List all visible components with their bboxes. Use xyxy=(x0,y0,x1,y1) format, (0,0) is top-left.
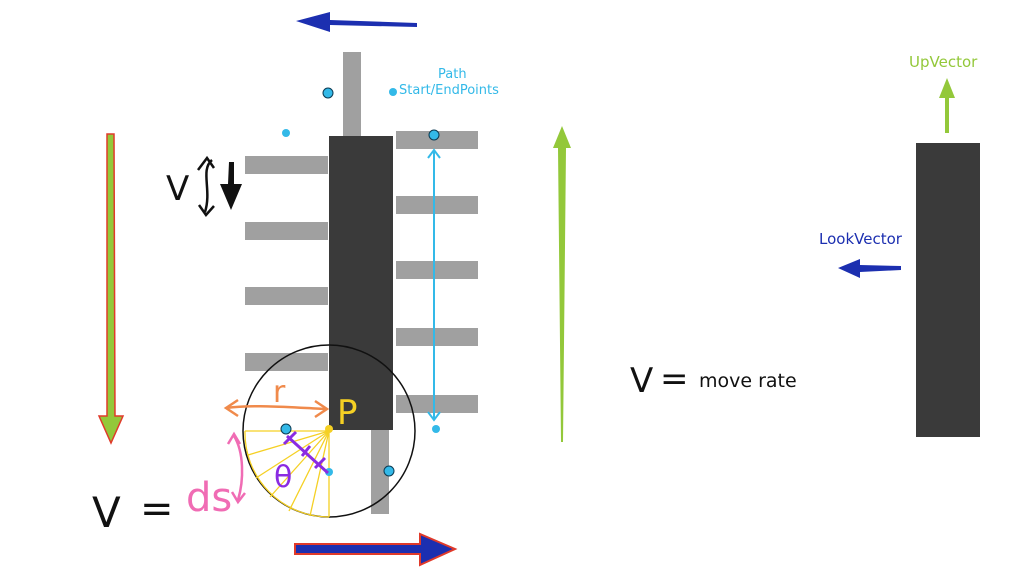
path-point-4 xyxy=(428,129,440,141)
cyan-measure xyxy=(427,148,441,422)
center-green-arrow xyxy=(553,126,571,442)
path-point-6 xyxy=(280,423,292,435)
v-speed-indicator: V xyxy=(166,155,242,218)
radius-r-label: r xyxy=(273,375,286,410)
right-object: UpVector LookVector xyxy=(819,53,980,437)
point-p-label: P xyxy=(337,393,358,433)
up-vector-label: UpVector xyxy=(909,53,978,71)
right-rung-2 xyxy=(396,196,478,214)
right-block xyxy=(916,143,980,437)
radius-r-indicator: r xyxy=(223,375,330,419)
top-post xyxy=(343,52,361,136)
right-rung-5 xyxy=(396,395,478,413)
look-vector-label: LookVector xyxy=(819,230,903,248)
top-blue-arrow xyxy=(296,12,417,32)
path-point-3 xyxy=(389,88,397,96)
speed-v-label: V xyxy=(166,169,189,209)
right-rung-3 xyxy=(396,261,478,279)
up-vector-arrow xyxy=(939,78,955,133)
right-rung-4 xyxy=(396,328,478,346)
central-block xyxy=(329,136,393,430)
ds-label: ds xyxy=(186,475,232,521)
move-rate-v: V xyxy=(630,361,653,401)
left-green-arrow xyxy=(97,133,125,445)
left-rung-4 xyxy=(245,353,328,371)
right-rung-1 xyxy=(396,131,478,149)
v-equals-label: V xyxy=(92,488,121,537)
left-rung-1 xyxy=(245,156,328,174)
theta-label: θ xyxy=(274,460,292,495)
path-point-5 xyxy=(432,425,440,433)
left-rung-3 xyxy=(245,287,328,305)
path-point-8 xyxy=(383,465,395,477)
move-rate-eq: = xyxy=(660,359,689,399)
theta-indicator: θ xyxy=(274,430,330,495)
v-equals-sign: = xyxy=(140,486,174,532)
move-rate-text: move rate xyxy=(699,370,797,392)
point-p xyxy=(325,425,333,433)
ds-indicator: ds xyxy=(186,431,246,521)
path-point-2 xyxy=(282,129,290,137)
left-rung-2 xyxy=(245,222,328,240)
left-ladder xyxy=(245,52,478,514)
look-vector-arrow xyxy=(838,259,901,278)
start-end-points-label: Start/EndPoints xyxy=(399,83,499,98)
bottom-blue-arrow xyxy=(294,532,458,567)
path-label: Path xyxy=(438,67,467,82)
path-point-1 xyxy=(322,87,334,99)
bottom-post xyxy=(371,430,389,514)
